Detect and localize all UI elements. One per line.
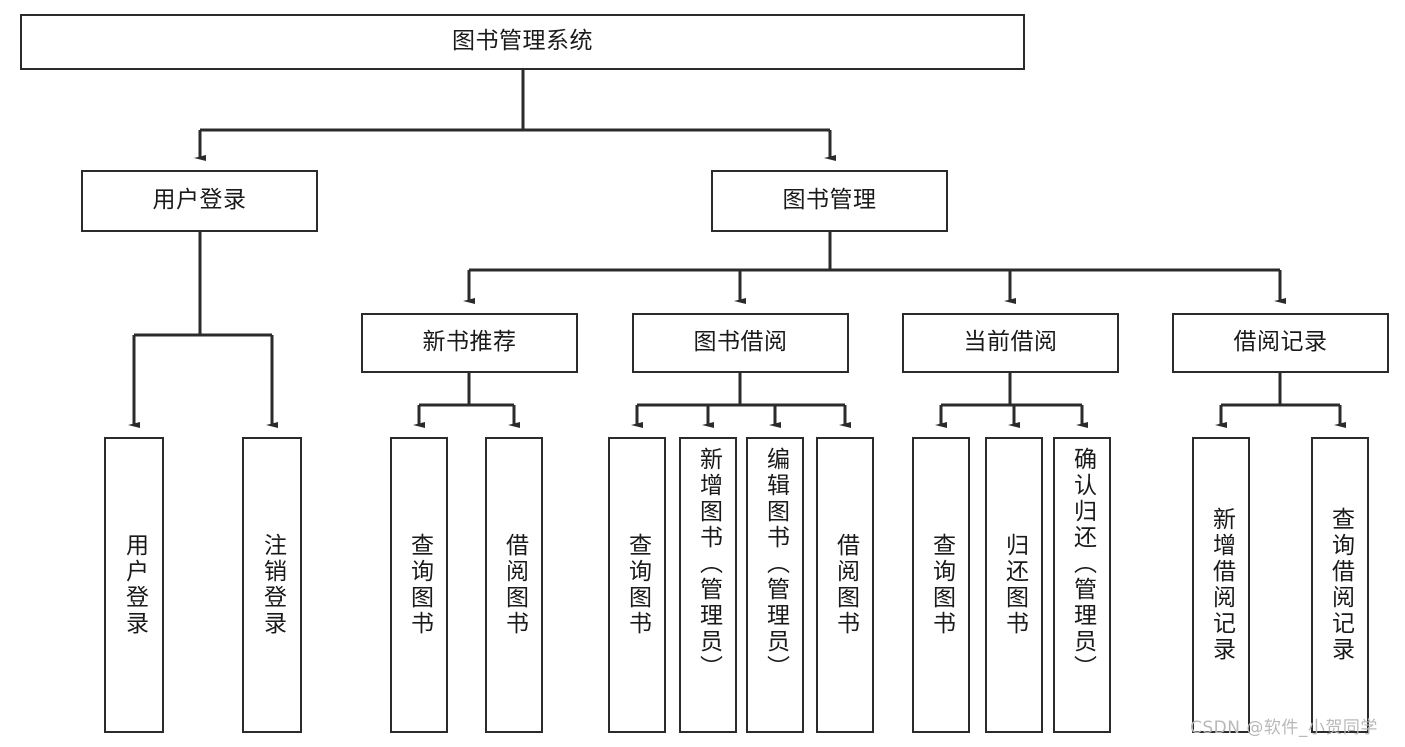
node-leaf-logout-label: 注销登录 (259, 533, 286, 637)
node-leaf-add-record[interactable]: 新增借阅记录 (1192, 437, 1250, 733)
node-leaf-user-login-label: 用户登录 (121, 533, 148, 637)
node-book-manage[interactable]: 图书管理 (711, 170, 948, 232)
node-leaf-query-book-3[interactable]: 查询图书 (912, 437, 970, 733)
node-user-login-label: 用户登录 (152, 187, 247, 214)
node-borrow-record-label: 借阅记录 (1233, 329, 1328, 356)
watermark-text: CSDN @软件_小贺同学 (1190, 718, 1378, 738)
node-leaf-borrow-book-2[interactable]: 借阅图书 (816, 437, 874, 733)
node-leaf-query-book-2[interactable]: 查询图书 (608, 437, 666, 733)
node-leaf-return-book-label: 归还图书 (1001, 533, 1028, 637)
node-borrow-record[interactable]: 借阅记录 (1172, 313, 1389, 373)
node-book-borrow-label: 图书借阅 (693, 329, 788, 356)
node-book-borrow[interactable]: 图书借阅 (632, 313, 849, 373)
node-current-borrow[interactable]: 当前借阅 (902, 313, 1119, 373)
node-leaf-add-book[interactable]: 新增图书（管理员） (679, 437, 737, 733)
node-leaf-borrow-book-2-label: 借阅图书 (832, 533, 859, 637)
node-leaf-edit-book[interactable]: 编辑图书（管理员） (746, 437, 804, 733)
node-leaf-user-login[interactable]: 用户登录 (104, 437, 164, 733)
node-leaf-confirm-return-label: 确认归还（管理员） (1069, 447, 1096, 681)
node-leaf-query-book-2-label: 查询图书 (624, 533, 651, 637)
node-current-borrow-label: 当前借阅 (963, 329, 1058, 356)
node-root[interactable]: 图书管理系统 (20, 14, 1025, 70)
node-leaf-query-book-1[interactable]: 查询图书 (390, 437, 448, 733)
node-leaf-query-book-3-label: 查询图书 (928, 533, 955, 637)
node-leaf-add-book-label: 新增图书（管理员） (695, 447, 722, 681)
node-leaf-borrow-book-1-label: 借阅图书 (501, 533, 528, 637)
node-new-book-rec-label: 新书推荐 (422, 329, 517, 356)
node-leaf-return-book[interactable]: 归还图书 (985, 437, 1043, 733)
node-root-label: 图书管理系统 (452, 28, 593, 55)
node-leaf-borrow-book-1[interactable]: 借阅图书 (485, 437, 543, 733)
node-leaf-query-record[interactable]: 查询借阅记录 (1311, 437, 1369, 733)
node-leaf-edit-book-label: 编辑图书（管理员） (762, 447, 789, 681)
node-leaf-add-record-label: 新增借阅记录 (1208, 507, 1235, 663)
node-new-book-rec[interactable]: 新书推荐 (361, 313, 578, 373)
node-leaf-confirm-return[interactable]: 确认归还（管理员） (1053, 437, 1111, 733)
node-leaf-query-record-label: 查询借阅记录 (1327, 507, 1354, 663)
node-book-manage-label: 图书管理 (782, 187, 877, 214)
node-leaf-query-book-1-label: 查询图书 (406, 533, 433, 637)
node-leaf-logout[interactable]: 注销登录 (242, 437, 302, 733)
node-user-login[interactable]: 用户登录 (81, 170, 318, 232)
